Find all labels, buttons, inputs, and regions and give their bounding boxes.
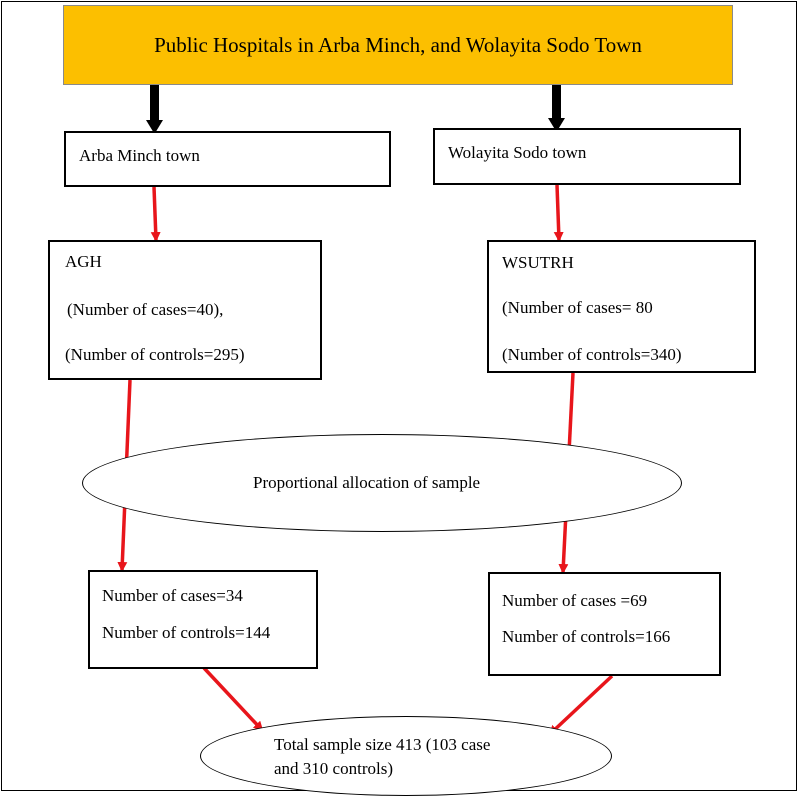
sample-cases-left: Number of cases=34 <box>102 586 243 605</box>
red-arrow-right-sample-to-total <box>548 674 614 736</box>
black-arrow-left <box>146 85 163 134</box>
sample-box-right: Number of cases =69 Number of controls=1… <box>488 572 721 676</box>
red-arrow-left-sample-to-total <box>202 666 264 732</box>
sample-controls-right: Number of controls=166 <box>502 627 671 646</box>
town-box-right: Wolayita Sodo town <box>433 128 741 185</box>
total-text-line2: and 310 controls) <box>274 759 393 778</box>
town-label-right: Wolayita Sodo town <box>448 143 587 162</box>
hospital-box-left: AGH (Number of cases=40), (Number of con… <box>48 240 322 380</box>
red-arrow-town-to-wsutrh <box>553 184 564 242</box>
sample-controls-left: Number of controls=144 <box>102 623 271 642</box>
title-text: Public Hospitals in Arba Minch, and Wola… <box>154 32 642 57</box>
sample-cases-right: Number of cases =69 <box>502 591 648 610</box>
hospital-name-left: AGH <box>65 252 102 271</box>
title-box: Public Hospitals in Arba Minch, and Wola… <box>63 5 733 85</box>
hospital-name-right: WSUTRH <box>502 253 574 272</box>
total-text-line1: Total sample size 413 (103 case <box>274 735 491 754</box>
sample-box-left: Number of cases=34 Number of controls=14… <box>88 570 318 669</box>
hospital-controls-right: (Number of controls=340) <box>502 345 682 364</box>
hospital-controls-left: (Number of controls=295) <box>65 345 245 364</box>
total-ellipse: Total sample size 413 (103 case and 310 … <box>200 716 612 796</box>
hospital-cases-right: (Number of cases= 80 <box>502 298 653 317</box>
allocation-text: Proportional allocation of sample <box>253 473 481 492</box>
town-box-left: Arba Minch town <box>64 131 391 187</box>
allocation-ellipse: Proportional allocation of sample <box>82 434 682 532</box>
black-arrow-right <box>548 85 565 132</box>
hospital-cases-left: (Number of cases=40), <box>67 300 224 319</box>
red-arrow-town-to-agh <box>150 186 161 242</box>
town-label-left: Arba Minch town <box>79 146 200 165</box>
hospital-box-right: WSUTRH (Number of cases= 80 (Number of c… <box>487 240 756 373</box>
